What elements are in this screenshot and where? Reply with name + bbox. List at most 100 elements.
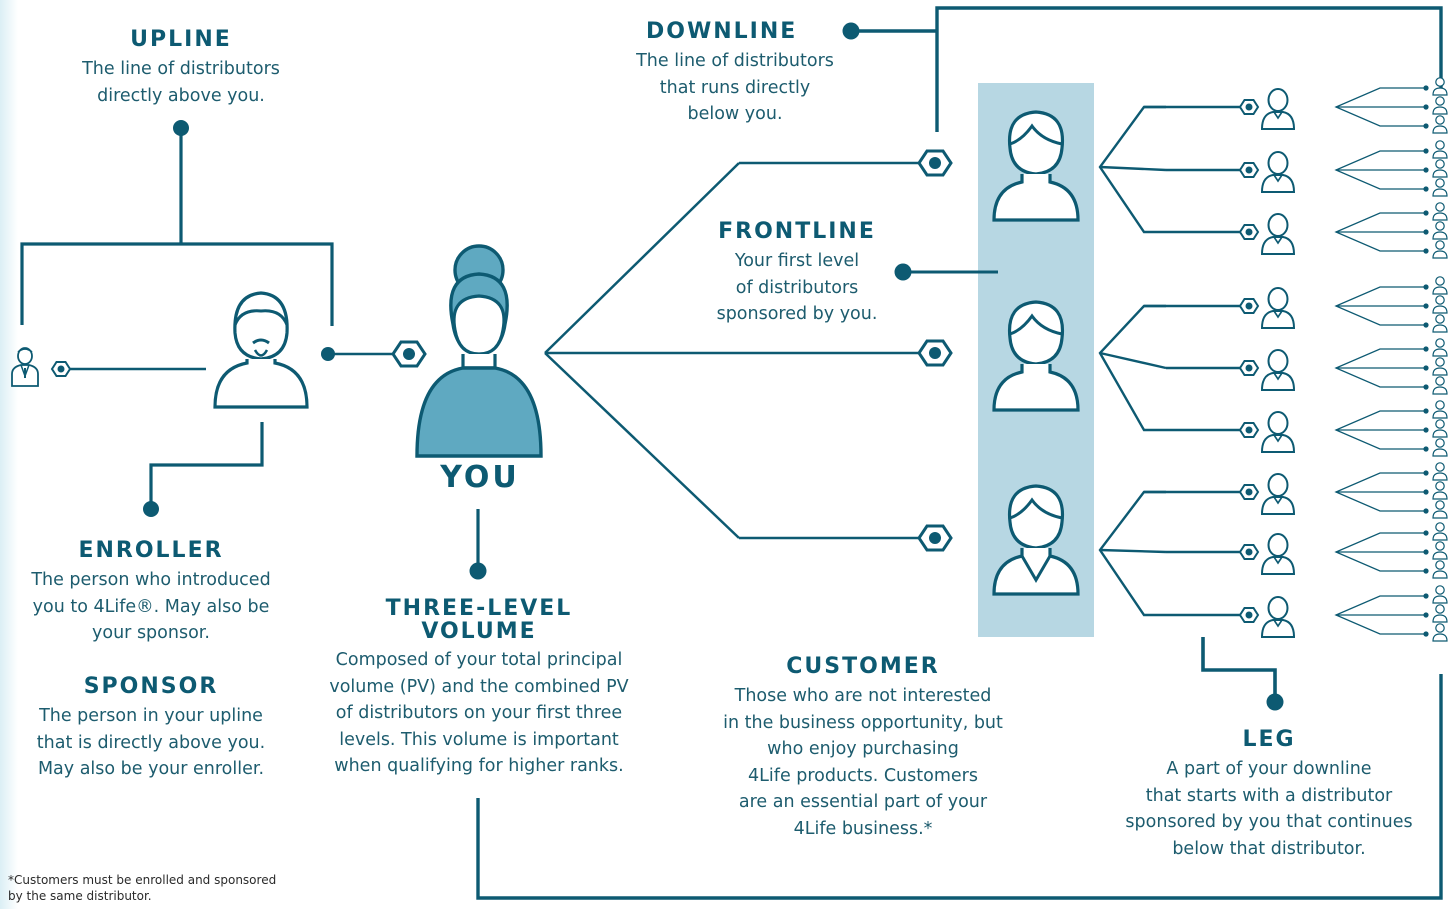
level2-fans — [1098, 105, 1240, 617]
sponsor-label: SPONSOR The person in your upline that i… — [10, 675, 292, 783]
upline-label: UPLINE The line of distributors directly… — [50, 28, 312, 109]
upline-bracket — [20, 128, 334, 326]
hexagon-node-icon — [1239, 162, 1259, 178]
level3-fan — [1334, 532, 1425, 572]
three-level-dot — [469, 562, 487, 580]
hexagon-node-icon — [1239, 99, 1259, 115]
customer-label: CUSTOMER Those who are not interested in… — [700, 655, 1026, 842]
enroller-label: ENROLLER The person who introduced you t… — [10, 539, 292, 647]
level3-fan — [1334, 150, 1425, 190]
small-person-icon — [1432, 400, 1448, 419]
leg-connector — [1201, 637, 1277, 700]
hexagon-node-icon — [1239, 298, 1259, 314]
small-person-icon — [1432, 623, 1448, 642]
small-person-icon — [1432, 522, 1448, 541]
level3-fan — [1334, 595, 1425, 635]
you-title: YOU — [440, 460, 520, 495]
upline-title: UPLINE — [130, 27, 232, 52]
small-person-icon — [1432, 585, 1448, 604]
hexagon-node-icon — [1239, 607, 1259, 623]
person-man-icon — [1261, 473, 1295, 515]
small-person-icon — [1432, 560, 1448, 579]
person-suit-icon — [1261, 349, 1295, 391]
person-beard-icon — [1261, 533, 1295, 575]
person-woman-icon — [1261, 88, 1295, 130]
hexagon-node-icon — [1239, 544, 1259, 560]
footnote: *Customers must be enrolled and sponsore… — [8, 873, 277, 903]
person-suit-icon — [1261, 213, 1295, 255]
small-person-icon — [1432, 295, 1448, 314]
small-person-icon — [1432, 115, 1448, 134]
frontline-text: Your first level of distributors sponsor… — [716, 251, 878, 324]
three-level-volume-text: Composed of your total principal volume … — [329, 650, 629, 776]
left-decorative-strip — [0, 0, 18, 909]
enroller-text: The person who introduced you to 4Life®.… — [31, 570, 271, 643]
level3-fan — [1334, 212, 1425, 252]
frontline-label: FRONTLINE Your first level of distributo… — [690, 220, 904, 328]
sponsor-title: SPONSOR — [83, 674, 219, 699]
small-person-icon — [1432, 462, 1448, 481]
bottom-bracket — [476, 674, 1443, 900]
upline-dot — [173, 120, 189, 136]
small-person-icon — [1432, 314, 1448, 333]
leg-label: LEG A part of your downline that starts … — [1106, 728, 1432, 862]
downline-title: DOWNLINE — [646, 19, 798, 44]
level3-fan — [1334, 410, 1425, 450]
downline-label: DOWNLINE The line of distributors that r… — [602, 20, 868, 128]
small-person-icon — [1432, 500, 1448, 519]
downline-text: The line of distributors that runs direc… — [636, 51, 834, 124]
enroller-title: ENROLLER — [78, 538, 224, 563]
small-person-icon — [1432, 221, 1448, 240]
level3-fan — [1334, 348, 1425, 388]
person-mustache-icon — [213, 291, 309, 409]
small-person-icon — [1432, 140, 1448, 159]
you-fan — [544, 161, 918, 540]
small-person-icon — [1432, 178, 1448, 197]
hexagon-node-icon — [1239, 484, 1259, 500]
small-person-icon — [1432, 202, 1448, 221]
three-level-volume-label: THREE-LEVEL VOLUME Composed of your tota… — [298, 597, 660, 780]
frontline-dot — [894, 263, 912, 281]
person-bun-icon — [415, 244, 543, 458]
sponsor-text: The person in your upline that is direct… — [36, 706, 266, 779]
customer-text: Those who are not interested in the busi… — [723, 686, 1003, 839]
enroller-connector — [149, 422, 264, 508]
frontline-person-suit-icon — [992, 484, 1080, 596]
small-person-icon — [1432, 276, 1448, 295]
small-person-icon — [1432, 159, 1448, 178]
small-person-icon — [1432, 240, 1448, 259]
level3-fans — [1334, 77, 1448, 642]
small-person-icon — [1432, 541, 1448, 560]
leg-text: A part of your downline that starts with… — [1125, 759, 1413, 859]
person-man-icon — [1261, 151, 1295, 193]
small-person-icon — [1432, 338, 1448, 357]
leg-dot — [1266, 693, 1284, 711]
customer-title: CUSTOMER — [786, 654, 940, 679]
small-person-icon — [1432, 96, 1448, 115]
hexagon-node-icon — [1239, 422, 1259, 438]
upline-text: The line of distributors directly above … — [82, 59, 280, 106]
hexagon-node-icon — [1239, 360, 1259, 376]
three-level-volume-title: THREE-LEVEL VOLUME — [385, 596, 573, 644]
level2-people — [1239, 88, 1295, 638]
enroller-dot — [143, 501, 159, 517]
downline-connector — [935, 6, 1443, 132]
level3-fan — [1334, 472, 1425, 512]
hexagon-node-icon — [1239, 224, 1259, 240]
person-long-hair-icon — [1261, 411, 1295, 453]
person-beard-icon — [1261, 287, 1295, 329]
you-label: YOU — [400, 462, 560, 498]
small-person-icon — [1432, 481, 1448, 500]
person-glasses-icon — [1261, 596, 1295, 638]
level3-fan — [1334, 286, 1425, 326]
level3-fan — [1334, 87, 1425, 127]
small-person-icon — [1432, 438, 1448, 457]
small-person-icon — [1432, 376, 1448, 395]
person-suit-icon — [11, 347, 39, 387]
small-person-icon — [1432, 357, 1448, 376]
small-person-icon — [1432, 604, 1448, 623]
frontline-title: FRONTLINE — [718, 219, 876, 244]
small-person-icon — [1432, 77, 1448, 96]
